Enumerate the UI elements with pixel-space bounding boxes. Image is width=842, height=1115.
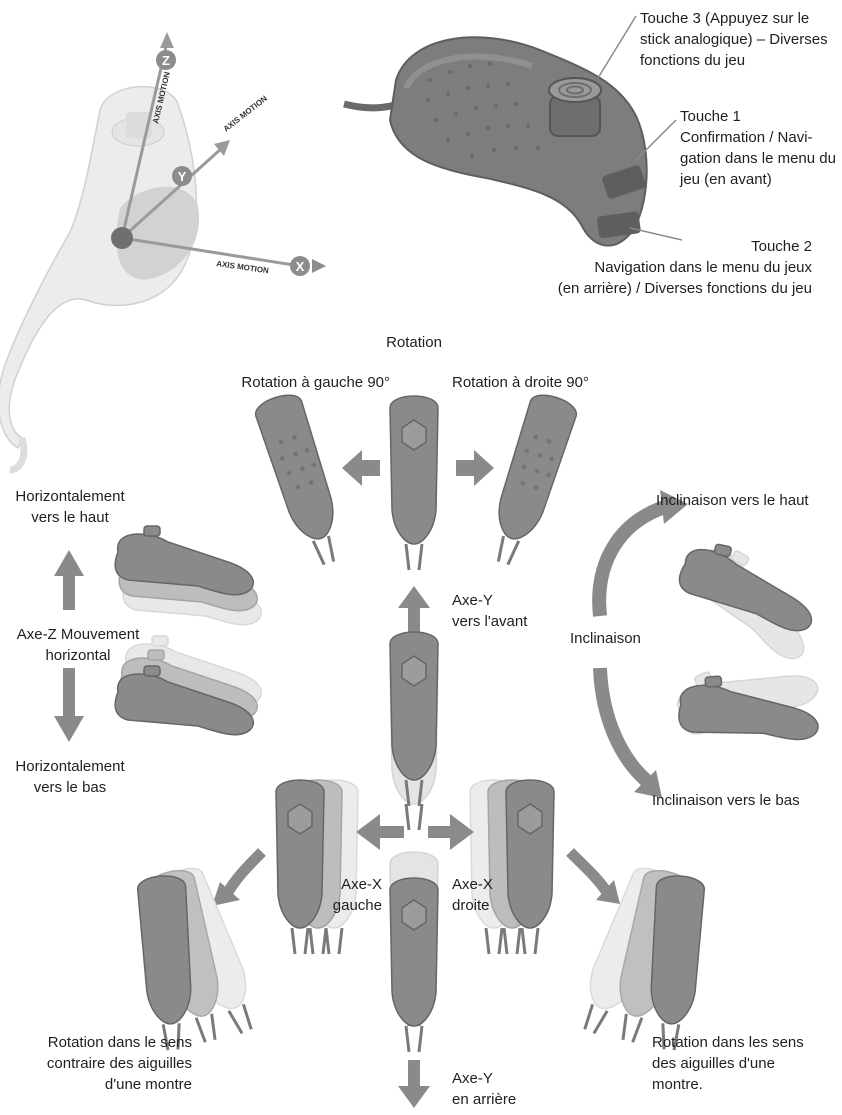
y-forward-figure: [388, 630, 440, 832]
tilt-down-arc: [593, 667, 653, 788]
tilt-up-arc: [592, 499, 671, 617]
horiz-up-line-1: Horizontalement: [15, 488, 125, 505]
ccw-line-2: contraire des aiguilles: [46, 1055, 192, 1072]
axe-y-back-label: Axe-Y en arrière: [452, 1068, 516, 1110]
axe-y-forward-line-1: Axe-Y: [452, 592, 493, 609]
x-right-arrow: [428, 814, 474, 850]
ccw-line-1: Rotation dans le sens: [47, 1034, 192, 1051]
axe-x-right-line-2: droite: [452, 897, 490, 914]
rotation-title: Rotation: [386, 334, 442, 351]
horiz-up-line-2: vers le haut: [31, 509, 109, 526]
rotate-right-arrow: [456, 450, 494, 486]
touche3-label: Touche 3 (Appuyez sur le stick analogiqu…: [640, 8, 828, 71]
axe-z-line-2: horizontal: [45, 647, 111, 664]
axe-y-forward-line-2: vers l'avant: [452, 613, 528, 630]
touche3-line-1: Touche 3 (Appuyez sur le: [640, 10, 810, 27]
cw-line-1: Rotation dans les sens: [652, 1034, 804, 1051]
axe-y-back-line-2: en arrière: [452, 1091, 517, 1108]
y-back-figure: [388, 850, 440, 1054]
cw-label: Rotation dans les sens des aiguilles d'u…: [652, 1032, 804, 1095]
axe-x-left-line-2: gauche: [332, 897, 382, 914]
touche2-label: Touche 2 Navigation dans le menu du jeux…: [558, 236, 812, 299]
axe-x-left-label: Axe-X gauche: [300, 874, 382, 916]
touche1-line-1: Touche 1: [680, 108, 741, 125]
touche3-line-2: stick analogique) – Diverses: [640, 31, 828, 48]
axe-x-right-label: Axe-X droite: [452, 874, 493, 916]
horiz-down-line-1: Horizontalement: [15, 758, 125, 775]
y-back-arrow: [398, 1060, 430, 1108]
horiz-down-line-2: vers le bas: [33, 779, 107, 796]
y-forward-arrow: [398, 586, 430, 634]
touche1-line-3: gation dans le menu du: [680, 150, 836, 167]
touche1-line-2: Confirmation / Navi-: [680, 129, 813, 146]
axe-z-label: Axe-Z Mouvement horizontal: [0, 624, 156, 666]
rotation-right-label: Rotation à droite 90°: [452, 374, 589, 391]
axe-z-line-1: Axe-Z Mouvement: [16, 626, 140, 643]
axis-y-label: AXIS MOTION: [222, 94, 269, 134]
touche2-line-1: Touche 2: [751, 238, 812, 255]
touche3-line-3: fonctions du jeu: [640, 52, 746, 69]
x-left-arrow: [356, 814, 404, 850]
tilt-down-label: Inclinaison vers le bas: [652, 792, 800, 809]
z-up-arrow: [54, 550, 84, 610]
cw-figure: [565, 861, 707, 1053]
touche2-line-3: (en arrière) / Diverses fonctions du jeu: [557, 280, 812, 297]
tilt-up-figure: [672, 534, 832, 665]
touche1-line-4: jeu (en avant): [680, 171, 772, 188]
nunchuk-buttons-illustration: [343, 15, 683, 247]
rotate-left-arrow: [342, 450, 380, 486]
touche1-label: Touche 1 Confirmation / Navi- gation dan…: [680, 106, 836, 190]
rotation-right-figure: [478, 388, 582, 573]
tilt-up-label: Inclinaison vers le haut: [656, 492, 809, 509]
ccw-label: Rotation dans le sens contraire des aigu…: [10, 1032, 192, 1095]
z-down-arrow: [54, 668, 84, 742]
cw-line-3: montre.: [652, 1076, 703, 1093]
axe-y-back-line-1: Axe-Y: [452, 1070, 493, 1087]
touche2-line-2: Navigation dans le menu du jeux: [594, 259, 812, 276]
cw-arrow: [566, 848, 613, 898]
z-up-figure: [114, 525, 263, 626]
axis-x-label: AXIS MOTION: [216, 259, 270, 275]
axe-y-forward-label: Axe-Y vers l'avant: [452, 590, 527, 632]
x-right-figure: [468, 778, 556, 956]
ccw-arrow: [221, 848, 266, 899]
ccw-line-3: d'une montre: [104, 1076, 192, 1093]
rotation-left-figure: [250, 388, 354, 573]
cw-line-2: des aiguilles d'une: [652, 1055, 775, 1072]
axis-z-badge: Z: [162, 53, 170, 68]
axe-x-right-line-1: Axe-X: [452, 876, 493, 893]
x-left-figure: [274, 778, 360, 956]
rotation-left-label: Rotation à gauche 90°: [241, 374, 390, 391]
horiz-up-label: Horizontalement vers le haut: [0, 486, 140, 528]
ccw-figure: [135, 861, 271, 1053]
rotation-center-figure: [388, 394, 440, 572]
axis-y-badge: Y: [178, 169, 187, 184]
axis-x-badge: X: [296, 259, 305, 274]
axe-x-left-line-1: Axe-X: [341, 876, 382, 893]
inclinaison-label: Inclinaison: [570, 630, 641, 647]
horiz-down-label: Horizontalement vers le bas: [0, 756, 140, 798]
